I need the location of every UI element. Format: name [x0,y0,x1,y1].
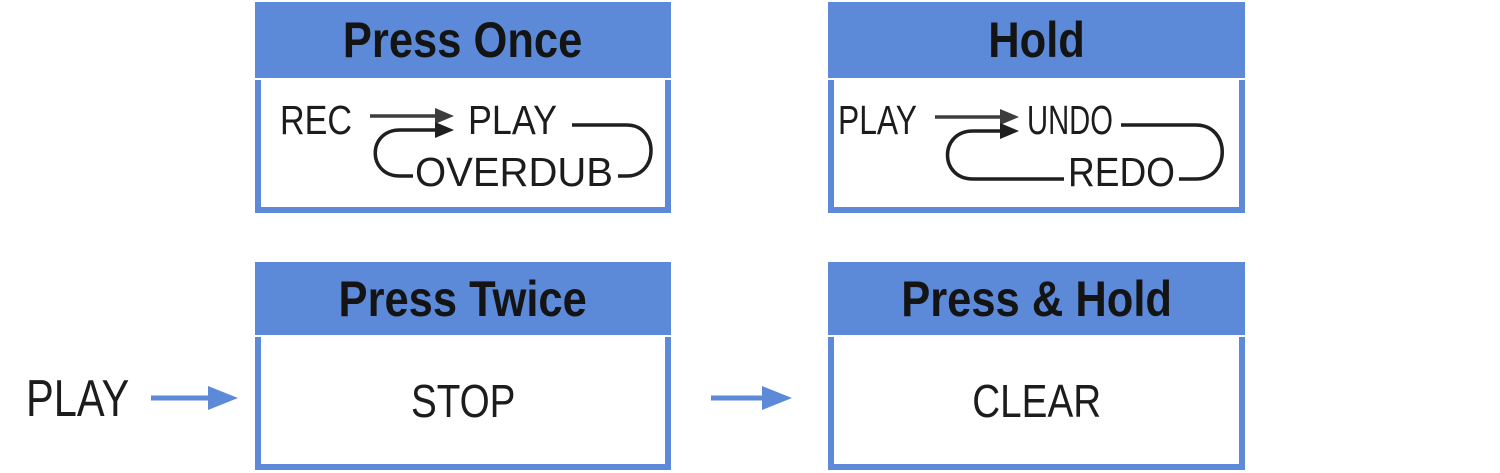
hold-header: Hold [828,2,1245,80]
clear-state-label: CLEAR [972,374,1101,427]
press-twice-header: Press Twice [255,262,671,337]
redo-state-label: REDO [1068,149,1175,195]
play-undo-redo-loop-diagram: PLAY UNDO REDO [838,97,1224,195]
overdub-state-label: OVERDUB [415,149,613,195]
press-once-box: Press Once REC PLAY OVERDUB [255,2,671,213]
press-twice-box: Press Twice STOP [255,262,671,470]
overdub-to-play-arrowhead-icon [435,122,454,138]
press-and-hold-box: Press & Hold CLEAR [828,262,1245,470]
overdub-to-play-loop-line [373,128,436,178]
redo-to-undo-arrowhead-icon [1000,123,1019,139]
hold-box: Hold PLAY UNDO REDO [828,2,1245,213]
stop-state-label: STOP [410,374,516,427]
press-and-hold-title: Press & Hold [901,270,1172,327]
press-and-hold-content: CLEAR [834,337,1239,464]
rec-play-overdub-loop-diagram: REC PLAY OVERDUB [280,97,653,195]
press-twice-title: Press Twice [338,270,588,327]
press-once-title: Press Once [343,12,583,68]
play-to-overdub-loop-line [572,123,653,178]
press-twice-content: STOP [261,337,665,464]
rec-state-label: REC [280,97,352,143]
hold-title: Hold [988,12,1085,68]
undo-state-label: UNDO [1027,97,1113,143]
play-state-label: PLAY [468,97,557,143]
rec-to-play-arrowhead-icon [435,108,454,124]
stop-to-clear-arrow-icon [711,386,792,410]
redo-to-undo-loop-line [945,129,1064,181]
play-to-undo-arrowhead-icon [1000,109,1019,125]
undo-to-redo-loop-line [1121,123,1224,181]
press-and-hold-header: Press & Hold [828,262,1245,337]
play-origin-label: PLAY [26,370,130,428]
press-once-header: Press Once [255,2,671,80]
hold-content: PLAY UNDO REDO [834,80,1239,207]
play-to-stop-arrow-icon [151,386,238,410]
play-state-label: PLAY [838,97,917,143]
press-once-content: REC PLAY OVERDUB [261,80,665,207]
